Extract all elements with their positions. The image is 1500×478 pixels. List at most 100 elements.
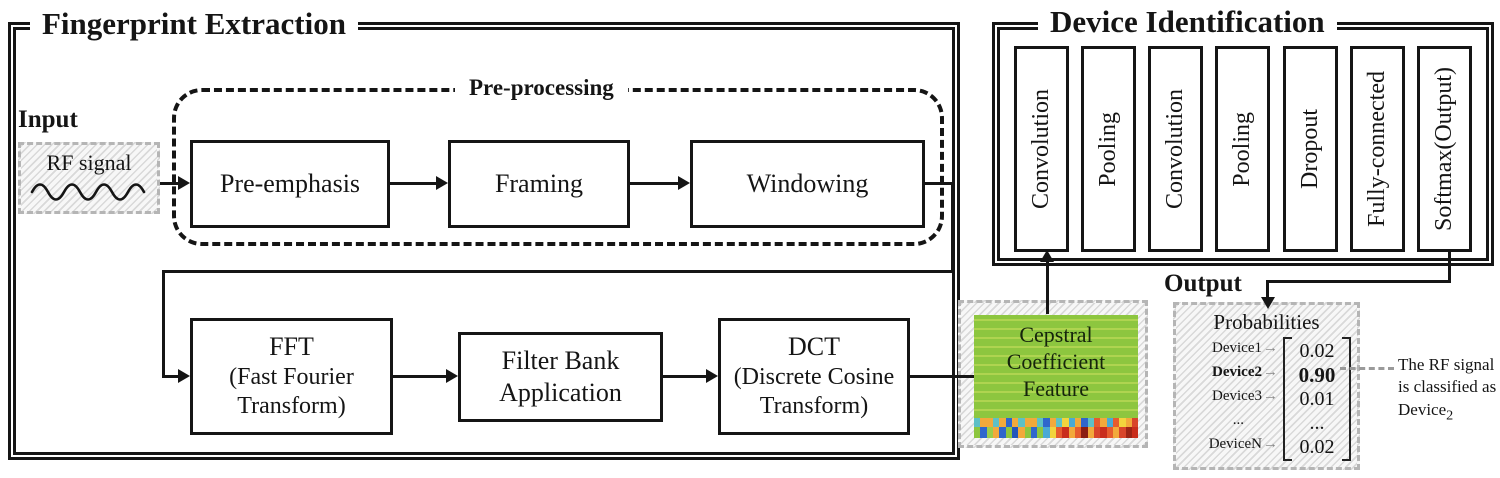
probabilities-body: Device1→ Device2→ Device3→ ... DeviceN→ … bbox=[1176, 334, 1357, 461]
probability-vector-bracket: 0.02 0.90 0.01 ... 0.02 bbox=[1283, 337, 1351, 461]
connector-dct-to-feature bbox=[910, 375, 974, 378]
input-label: Input bbox=[18, 106, 78, 133]
probability-value-3: 0.01 bbox=[1299, 388, 1335, 410]
cepstral-line1: Cepstral bbox=[1019, 322, 1093, 347]
windowing-label: Windowing bbox=[746, 169, 869, 199]
annotation-line3: Device2 bbox=[1398, 399, 1500, 425]
cnn-layer-pooling-1: Pooling bbox=[1081, 46, 1137, 252]
probability-value-1: 0.02 bbox=[1299, 340, 1335, 362]
device-label: DeviceN bbox=[1208, 436, 1262, 452]
framing-box: Framing bbox=[448, 140, 630, 228]
connector-windowing-seg5 bbox=[162, 375, 180, 378]
arrow-filterbank-to-dct-line bbox=[663, 375, 708, 378]
arrow-framing-to-windowing-head bbox=[678, 176, 690, 190]
connector-feature-to-cnn-head bbox=[1040, 250, 1054, 262]
device-arrow-icon: → bbox=[1263, 388, 1278, 404]
arrow-fft-to-filterbank-head bbox=[446, 369, 458, 383]
device-label: Device3 bbox=[1212, 388, 1262, 404]
cnn-layer-label: Softmax(Output) bbox=[1430, 67, 1457, 231]
arrow-filterbank-to-dct-head bbox=[706, 369, 718, 383]
filter-bank-box: Filter Bank Application bbox=[458, 332, 663, 422]
device-row-1: Device1→ bbox=[1184, 336, 1278, 360]
arrow-rf-to-preemphasis-line bbox=[160, 182, 180, 185]
cepstral-line2: Coefficient bbox=[1006, 349, 1106, 374]
device-label: Device2 bbox=[1212, 364, 1262, 380]
framing-label: Framing bbox=[494, 169, 584, 199]
fft-line2: (Fast Fourier bbox=[229, 364, 354, 391]
cepstral-line3: Feature bbox=[1023, 376, 1089, 401]
cnn-layer-convolution-2: Convolution bbox=[1148, 46, 1204, 252]
arrow-framing-to-windowing-line bbox=[630, 182, 680, 185]
pre-emphasis-box: Pre-emphasis bbox=[190, 140, 390, 228]
cnn-layer-label: Fully-connected bbox=[1363, 71, 1390, 227]
device-label: ... bbox=[1232, 412, 1244, 428]
probability-value-ellipsis: ... bbox=[1309, 412, 1325, 434]
dct-title: DCT bbox=[788, 332, 840, 362]
fft-line3: Transform) bbox=[237, 393, 346, 420]
cnn-layer-label: Dropout bbox=[1296, 109, 1323, 189]
arrow-preemphasis-to-framing-head bbox=[436, 176, 448, 190]
annotation-device: Device bbox=[1398, 399, 1447, 419]
cnn-layer-label: Pooling bbox=[1095, 111, 1122, 187]
connector-feature-to-cnn-line bbox=[1046, 260, 1049, 314]
windowing-box: Windowing bbox=[690, 140, 925, 228]
fft-box: FFT (Fast Fourier Transform) bbox=[190, 318, 393, 435]
device-identification-panel: Convolution Pooling Convolution Pooling … bbox=[992, 22, 1494, 266]
connector-windowing-seg3 bbox=[162, 270, 954, 273]
cnn-layer-convolution-1: Convolution bbox=[1014, 46, 1069, 252]
cnn-layer-label: Convolution bbox=[1162, 88, 1189, 209]
probabilities-box: Probabilities Device1→ Device2→ Device3→… bbox=[1173, 302, 1360, 470]
annotation-device-sub: 2 bbox=[1446, 407, 1454, 424]
dct-box: DCT (Discrete Cosine Transform) bbox=[718, 318, 910, 435]
device-arrow-icon: → bbox=[1263, 340, 1278, 356]
device-row-n: DeviceN→ bbox=[1184, 432, 1278, 456]
probabilities-title: Probabilities bbox=[1213, 310, 1320, 334]
fingerprint-extraction-panel bbox=[8, 22, 960, 460]
cnn-layer-pooling-2: Pooling bbox=[1215, 46, 1271, 252]
device-label: Device1 bbox=[1212, 340, 1262, 356]
arrow-preemphasis-to-framing-line bbox=[390, 182, 438, 185]
cnn-layer-fully-connected: Fully-connected bbox=[1349, 46, 1405, 252]
annotation-line2: is classified as bbox=[1398, 377, 1497, 397]
cnn-layer-softmax: Softmax(Output) bbox=[1416, 46, 1472, 252]
cnn-layer-label: Convolution bbox=[1028, 88, 1054, 209]
connector-softmax-head bbox=[1261, 297, 1275, 309]
connector-softmax-seg2 bbox=[1266, 280, 1451, 283]
output-label: Output bbox=[1164, 270, 1242, 297]
cnn-layer-row: Convolution Pooling Convolution Pooling … bbox=[1014, 46, 1472, 252]
device-label-column: Device1→ Device2→ Device3→ ... DeviceN→ bbox=[1184, 336, 1278, 461]
arrow-fft-to-filterbank-line bbox=[393, 375, 448, 378]
heatmap-strip bbox=[974, 418, 1138, 438]
dct-line3: Transform) bbox=[759, 393, 869, 420]
classification-annotation: The RF signal is classified as Device2 bbox=[1398, 354, 1500, 425]
cepstral-feature-box: Cepstral Coefficient Feature bbox=[974, 315, 1138, 438]
sine-wave-icon bbox=[30, 183, 146, 201]
pre-emphasis-label: Pre-emphasis bbox=[219, 169, 361, 199]
device-identification-title: Device Identification bbox=[1038, 4, 1337, 40]
connector-windowing-seg2 bbox=[951, 182, 954, 273]
cnn-layer-label: Pooling bbox=[1229, 111, 1256, 187]
device-arrow-icon: → bbox=[1263, 436, 1278, 452]
preprocessing-label: Pre-processing bbox=[455, 75, 628, 101]
annotation-dash-connector bbox=[1340, 367, 1394, 370]
heatmap-row-2 bbox=[974, 427, 1138, 438]
probability-value-n: 0.02 bbox=[1299, 436, 1335, 458]
device-row-3: Device3→ bbox=[1184, 384, 1278, 408]
connector-softmax-seg3 bbox=[1266, 280, 1269, 299]
connector-windowing-seg4 bbox=[162, 270, 165, 378]
annotation-line1: The RF signal bbox=[1398, 355, 1495, 374]
fft-title: FFT bbox=[269, 332, 314, 362]
device-arrow-icon: → bbox=[1263, 364, 1278, 380]
device-row-2: Device2→ bbox=[1184, 360, 1278, 384]
filter-bank-line2: Application bbox=[499, 378, 622, 407]
rf-signal-box: RF signal bbox=[18, 142, 160, 214]
connector-windowing-head bbox=[178, 369, 190, 383]
heatmap-row-1 bbox=[974, 418, 1138, 427]
probability-value-2: 0.90 bbox=[1298, 363, 1336, 387]
connector-softmax-seg1 bbox=[1448, 252, 1451, 283]
connector-windowing-seg1 bbox=[925, 182, 954, 185]
filter-bank-line1: Filter Bank bbox=[501, 346, 620, 376]
device-row-ellipsis: ... bbox=[1184, 408, 1278, 432]
cnn-layer-dropout: Dropout bbox=[1282, 46, 1338, 252]
